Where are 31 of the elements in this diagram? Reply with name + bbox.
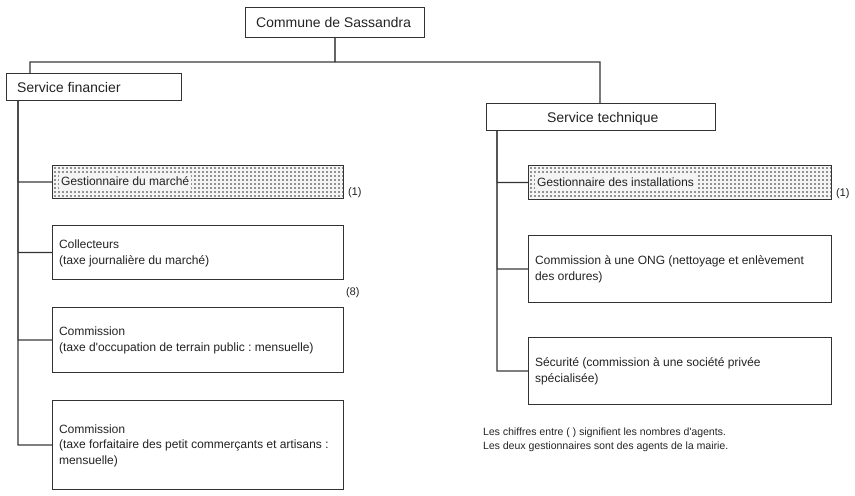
agent-count: (8) — [346, 286, 360, 298]
connector-line — [334, 38, 601, 103]
org-box — [528, 235, 832, 303]
box-text: (taxe forfaitaire des petit commerçants et artisans : mensuelle) — [59, 437, 330, 468]
org-box — [6, 73, 182, 101]
org-box — [245, 7, 425, 38]
org-box — [486, 103, 716, 131]
note-text: Les chiffres entre ( ) signifient les nombres d'agents. — [483, 425, 727, 440]
box-text: Commission — [59, 422, 126, 438]
box-text: Commune de Sassandra — [256, 13, 412, 32]
org-box — [52, 225, 344, 280]
box-text: (taxe journalière du marché) — [59, 252, 210, 268]
connector-line — [17, 101, 52, 446]
box-text: Collecteurs — [59, 236, 120, 252]
box-text: Gestionnaire des installations — [535, 174, 696, 190]
box-text: Service technique — [547, 108, 660, 126]
box-text: Commission à une ONG (nettoyage et enlèvement des ordures) — [535, 253, 805, 285]
agent-count: (1) — [348, 186, 362, 198]
org-box — [52, 400, 344, 490]
note-text: Les deux gestionnaires sont des agents de la mairie. — [483, 439, 730, 454]
connector-line — [496, 131, 528, 372]
org-box — [52, 307, 344, 373]
shaded-box — [528, 165, 832, 200]
shaded-box — [52, 165, 344, 199]
agent-count: (1) — [836, 187, 850, 199]
box-text: Service financier — [17, 78, 122, 96]
box-text: (taxe d'occupation de terrain public : mensuelle) — [59, 340, 314, 356]
box-text: Gestionnaire du marché — [59, 174, 192, 190]
org-box — [528, 337, 832, 405]
box-text: Commission — [59, 324, 126, 340]
box-text: Sécurité (commission à une société privée spécialisée) — [535, 355, 762, 387]
